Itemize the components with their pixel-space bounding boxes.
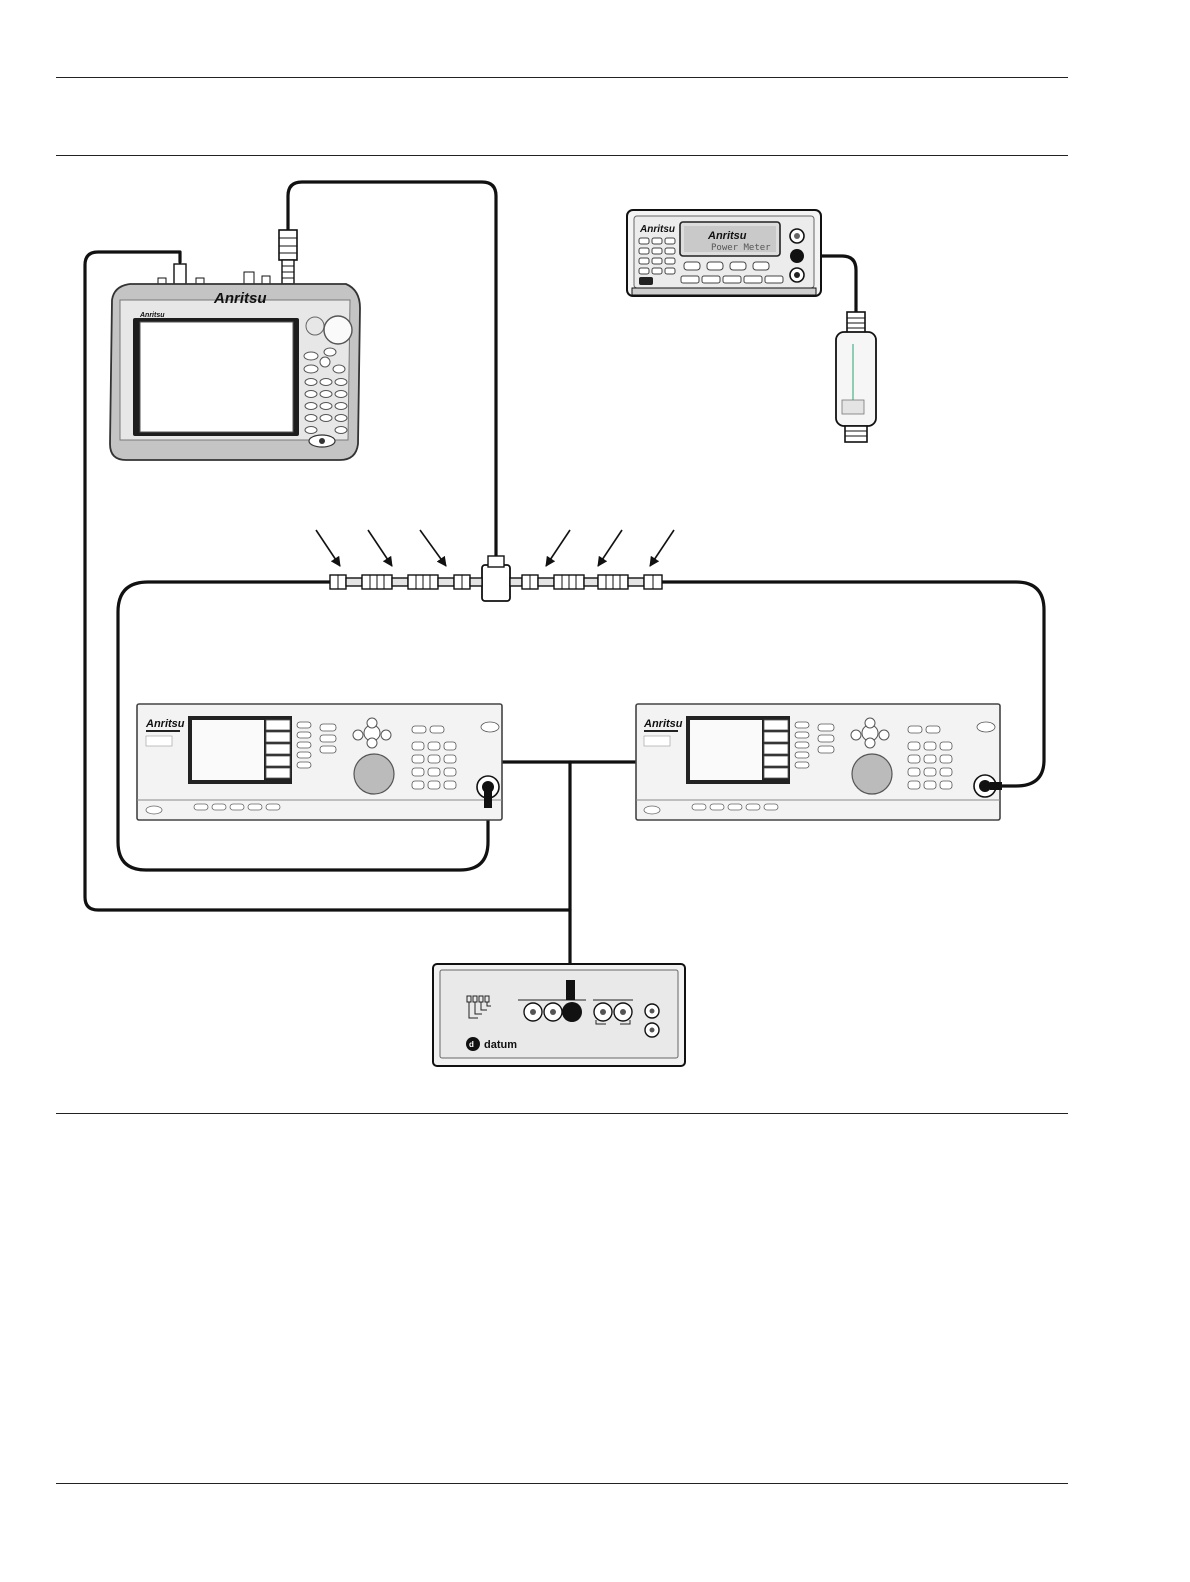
power-meter-display-text: Power Meter [711,243,771,253]
signal-generator-right: Anritsu [636,704,1002,820]
reference-brand: datum [484,1039,517,1051]
handheld-brand-top: Anritsu [213,290,267,307]
generator-left-brand: Anritsu [145,718,185,730]
handheld-analyzer: Anritsu Anritsu [110,230,360,460]
svg-text:d: d [469,1040,474,1049]
power-sensor [836,312,876,442]
connector-chain-left [330,575,482,589]
generator-right-brand: Anritsu [643,718,683,730]
callout-arrow-1 [316,530,340,566]
handheld-brand-small: Anritsu [139,312,165,319]
power-meter: Anritsu Anritsu Power Meter [627,210,821,296]
callout-arrow-6 [650,530,674,566]
frequency-reference: d datum [433,964,685,1066]
power-meter-brand: Anritsu [639,224,675,235]
connector-chain-right [510,575,662,589]
signal-generator-left: Anritsu [137,704,502,820]
power-meter-display-brand: Anritsu [707,230,747,242]
callout-arrow-3 [420,530,446,566]
callout-arrow-2 [368,530,392,566]
callout-arrow-4 [546,530,570,566]
splitter-assembly [330,556,662,601]
callout-arrow-5 [598,530,622,566]
